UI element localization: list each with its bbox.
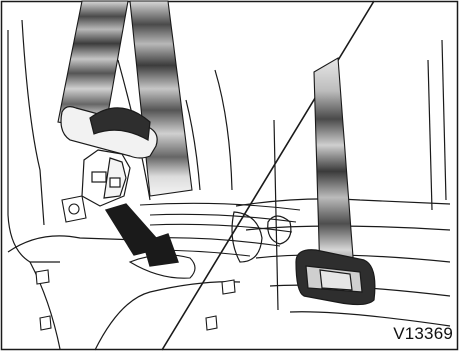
- anchor-bolt-left: [62, 196, 86, 222]
- belt-strap-stowed: [314, 58, 354, 276]
- insert-arrow-icon: [106, 204, 178, 266]
- anchor-bolt-right: [206, 280, 235, 330]
- belt-holder-slot: [296, 250, 375, 305]
- lap-belt-strap: [130, 1, 192, 196]
- figure-code: V13369: [393, 324, 453, 344]
- anchor-bolt-left-lower: [36, 270, 51, 330]
- buckle-assembly: [61, 107, 157, 206]
